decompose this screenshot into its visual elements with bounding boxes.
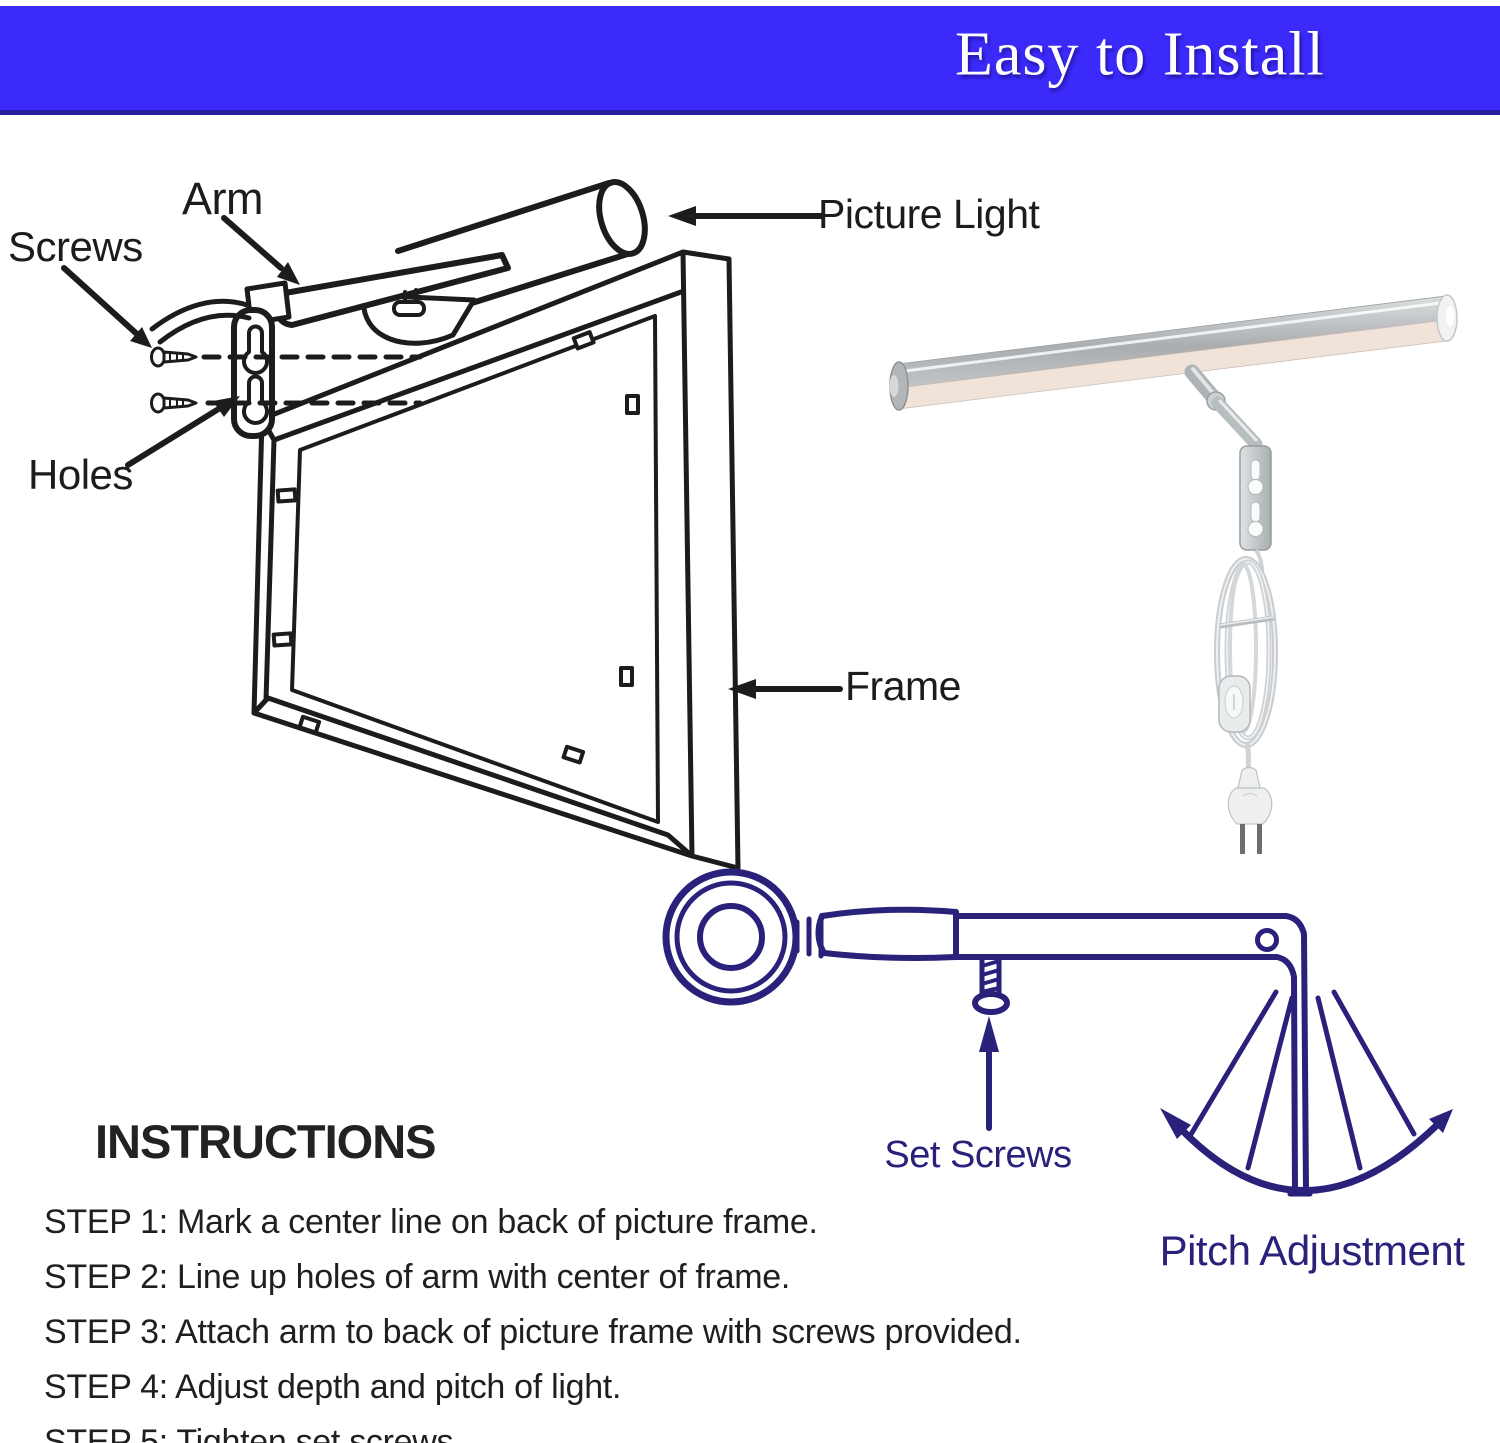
frame-left-board [251, 416, 277, 716]
frame-backing-panel [290, 314, 660, 824]
set-screw-glyph [972, 957, 1010, 1015]
product-bracket-keyholes [1247, 459, 1264, 537]
two-prong-plug [1227, 766, 1273, 854]
alignment-dashed-lines [201, 354, 423, 406]
frame-bottom-board [251, 695, 695, 859]
frame-label: Frame [845, 663, 961, 709]
cord-drawing [149, 298, 252, 345]
instruction-step-1: STEP 1: Mark a center line on back of pi… [44, 1203, 818, 1241]
tube-left-cap-button [889, 375, 899, 397]
picture-light-arrow [668, 206, 825, 226]
product-photo [889, 294, 1458, 854]
arm-mechanism-diagram [662, 868, 1453, 1197]
picture-light-cylinder-drawing [361, 179, 648, 346]
picture-light-label: Picture Light [818, 191, 1040, 237]
set-screws-label: Set Screws [884, 1134, 1072, 1176]
keyhole-slot-lower [242, 374, 269, 425]
set-screws-arrow [979, 1016, 999, 1131]
plug-prong-right [1257, 824, 1262, 854]
screw-glyph-lower [150, 392, 198, 414]
pitch-arc-arrow [1160, 1108, 1453, 1194]
callout-arrows [61, 206, 843, 699]
holes-label: Holes [28, 451, 133, 498]
holes-arrow [125, 396, 240, 468]
light-head-ring [662, 868, 800, 1006]
instructions-heading: INSTRUCTIONS [95, 1115, 436, 1168]
arm-arrow [221, 215, 300, 285]
title-banner: Easy to Install [0, 6, 1500, 115]
instruction-step-3: STEP 3: Attach arm to back of picture fr… [44, 1313, 1022, 1351]
screw-glyph-upper [150, 346, 198, 368]
keyhole-slot-upper [242, 324, 269, 375]
plug-prong-left [1240, 824, 1245, 854]
frame-arrow [728, 679, 843, 699]
arm-label: Arm [182, 173, 264, 224]
adjustable-elbow [1184, 364, 1263, 451]
banner-title: Easy to Install [955, 20, 1325, 89]
tube-right-cap-shine [1446, 306, 1454, 326]
lamp-shade-housing [361, 292, 477, 346]
arm-bar [815, 906, 1313, 1197]
inline-switch [1218, 675, 1251, 733]
tube-highlight [904, 301, 1441, 373]
instruction-step-2: STEP 2: Line up holes of arm with center… [44, 1258, 790, 1296]
backing-clips [271, 330, 640, 765]
arm-bar-hole [1255, 928, 1279, 952]
instruction-step-4: STEP 4: Adjust depth and pitch of light. [44, 1368, 622, 1406]
frame-right-board [680, 249, 741, 871]
instructions-section: INSTRUCTIONS STEP 1: Mark a center line … [44, 1114, 1022, 1443]
pitch-sweep-lines [1187, 989, 1417, 1171]
product-mounting-bracket [1239, 445, 1272, 551]
pitch-adjustment-label: Pitch Adjustment [1159, 1227, 1465, 1274]
thumbscrew-drawing [392, 288, 426, 317]
instruction-step-5: STEP 5: Tighten set screws. [44, 1423, 463, 1443]
frame-line-drawing [149, 179, 741, 871]
screws-arrow [61, 265, 152, 348]
screws-label: Screws [8, 223, 143, 270]
